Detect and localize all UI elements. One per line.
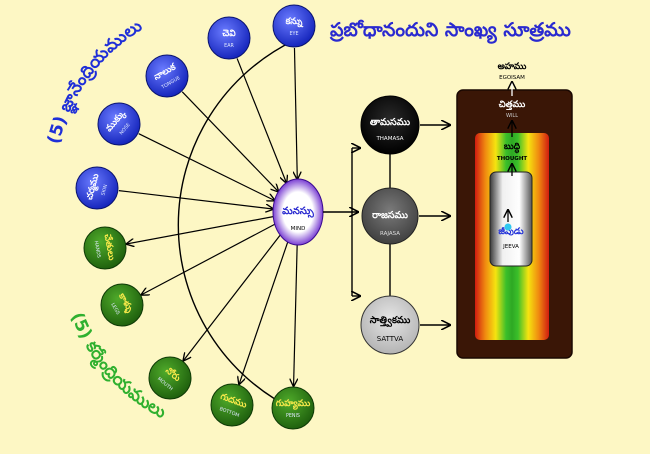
mind-guna-connectors <box>323 148 391 296</box>
guna-sattva-en: SATTVA <box>377 335 404 343</box>
guna-thamasa-en: THAMASA <box>375 136 403 142</box>
guna-box-connectors <box>419 125 450 325</box>
ego-en: EGOISAM <box>499 75 525 81</box>
action-organ-label-en: PENIS <box>286 413 300 419</box>
action-organ-arrow <box>141 223 276 294</box>
action-organ-arrow <box>127 216 274 244</box>
sense-organ-arrow <box>236 58 286 182</box>
action-organ-label-en: LEGS <box>109 302 120 316</box>
sense-organ-label-te: కన్ను <box>285 17 305 28</box>
chitta-en: WILL <box>506 113 518 119</box>
sense-organ-label-te: చెవి <box>222 29 236 39</box>
diagram-title: ప్రబోధానందుని సాంఖ్య సూత్రము <box>330 19 572 44</box>
jeeva-te: జీవుడు <box>498 226 523 237</box>
guna-thamasa: తామసము THAMASA <box>360 95 420 155</box>
action-organ-node: గుహ్యము PENIS <box>271 386 315 430</box>
mind-label-en: MIND <box>291 226 306 232</box>
sense-organ-arrow <box>294 47 297 179</box>
inner-instrument-box <box>456 89 573 359</box>
guna-sattva: సాత్త్వికము SATTVA <box>360 295 420 355</box>
sense-organ-arrow <box>138 133 275 201</box>
action-organ-arrow <box>239 241 289 384</box>
sense-organ-node: ముక్కుNOSE <box>97 102 141 146</box>
buddhi-en: THOUGHT <box>497 156 528 162</box>
ego-te: అహము <box>498 62 527 72</box>
sense-organ-arrow <box>118 190 273 209</box>
sense-organ-label-en: SKIN <box>100 183 109 196</box>
guna-thamasa-te: తామసము <box>370 117 411 128</box>
organ-ring <box>177 39 296 411</box>
jeeva-drop-icon <box>504 223 512 231</box>
guna-sattva-te: సాత్త్వికము <box>370 315 411 328</box>
jeeva-en: JEEVA <box>502 244 519 250</box>
mind-label-te: మనస్సు <box>282 206 315 218</box>
sense-organ-node: చర్మముSKIN <box>75 166 119 210</box>
sense-organ-label-en: EAR <box>224 43 234 49</box>
action-organ-label-te: చేతులు <box>102 233 117 261</box>
mind-node: మనస్సు MIND <box>272 178 324 246</box>
guna-rajasa: రాజసము RAJASA <box>361 187 419 245</box>
sense-organ-arrow <box>181 91 278 192</box>
buddhi-te: బుద్ధి <box>504 142 521 154</box>
sense-organ-node: కన్ను EYE <box>272 4 316 48</box>
sense-organ-node: చెవి EAR <box>207 16 251 60</box>
action-organ-label-te: గుహ్యము <box>276 399 310 410</box>
chitta-te: చిత్తము <box>499 100 526 111</box>
action-organ-node: గుదముBOTTOM <box>210 383 254 427</box>
action-organ-node: కాళ్ళుLEGS <box>100 283 144 327</box>
sense-organ-label-en: EYE <box>290 31 299 37</box>
guna-rajasa-te: రాజసము <box>372 210 409 221</box>
action-organ-label-en: HANDS <box>93 240 102 258</box>
action-organ-arrow <box>183 234 281 360</box>
inner-arrows <box>508 82 512 222</box>
action-organ-node: నోరుMOUTH <box>148 356 192 400</box>
guna-rajasa-en: RAJASA <box>380 231 400 237</box>
action-organ-arrow <box>294 244 298 386</box>
action-organ-node: చేతులుHANDS <box>83 226 127 270</box>
